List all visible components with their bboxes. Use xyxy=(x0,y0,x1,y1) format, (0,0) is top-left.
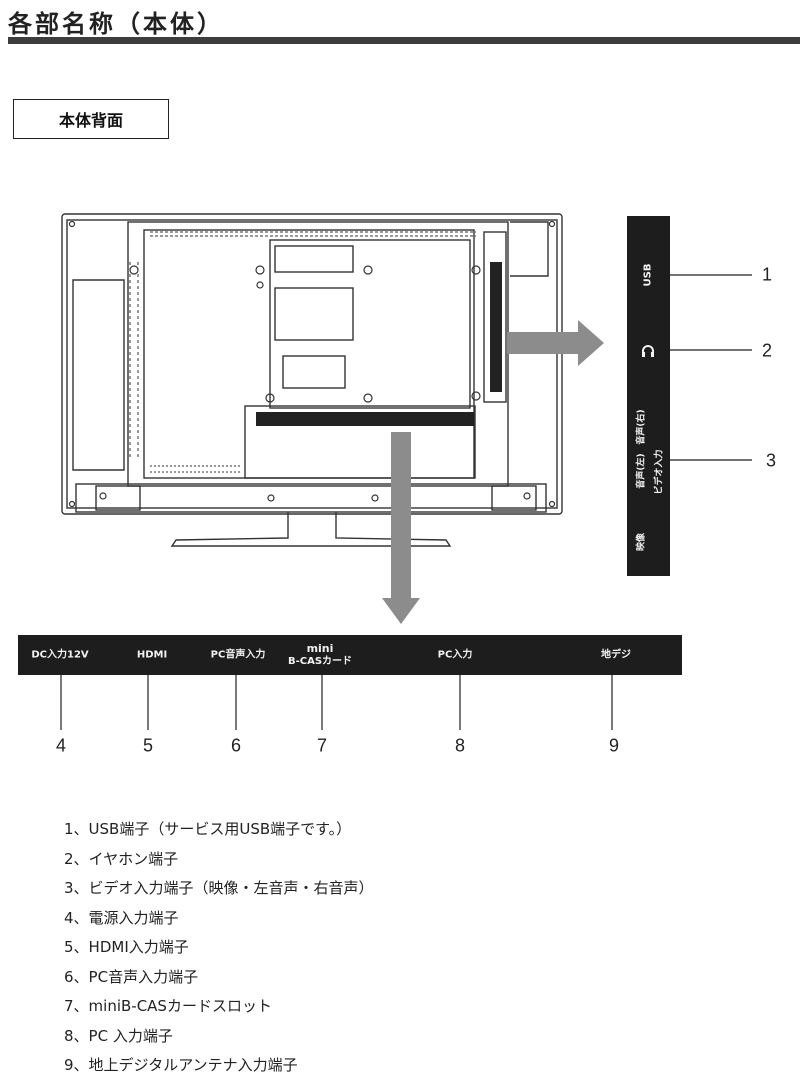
video-label: 映像 xyxy=(636,532,647,552)
callout-2: 2 xyxy=(761,340,773,361)
page-title: 各部名称（本体） xyxy=(8,10,224,38)
dc-input-label: DC入力12V xyxy=(31,649,89,661)
list-item: 2、イヤホン端子 xyxy=(64,849,179,868)
pc-audio-label: PC音声入力 xyxy=(210,649,266,661)
audio-left-label: 音声(左) xyxy=(636,453,647,489)
list-item: 5、HDMI入力端子 xyxy=(64,938,189,956)
list-item: 4、電源入力端子 xyxy=(64,908,179,927)
callout-6: 6 xyxy=(230,735,242,756)
tv-back-illustration xyxy=(60,213,752,730)
callout-4: 4 xyxy=(55,735,67,756)
callout-8: 8 xyxy=(454,735,466,756)
callout-5: 5 xyxy=(142,735,154,756)
list-item: 7、miniB-CASカードスロット xyxy=(64,997,272,1015)
list-item: 3、ビデオ入力端子（映像・左音声・右音声） xyxy=(64,879,374,897)
headphone-icon xyxy=(640,343,656,357)
list-item: 1、USB端子（サービス用USB端子です。） xyxy=(64,820,352,838)
video-input-label: ビデオ入力 xyxy=(654,449,665,495)
terminal-description-list: 1、USB端子（サービス用USB端子です。） 2、イヤホン端子 3、ビデオ入力端… xyxy=(64,815,374,1081)
list-item: 6、PC音声入力端子 xyxy=(64,967,199,986)
usb-port-label: USB xyxy=(642,263,654,287)
bcas-slot-label: mini B-CASカード xyxy=(288,642,352,668)
bottom-terminal-panel: DC入力12V HDMI PC音声入力 mini B-CASカード PC入力 地… xyxy=(18,635,682,675)
callout-9: 9 xyxy=(608,735,620,756)
list-item: 8、PC 入力端子 xyxy=(64,1026,173,1045)
hdmi-label: HDMI xyxy=(136,649,168,661)
callout-3: 3 xyxy=(765,450,777,471)
bcas-line1: mini xyxy=(306,642,334,655)
side-connector-panel: USB 音声(右) 音声(左) ビデオ入力 映像 xyxy=(627,216,670,576)
list-item: 9、地上デジタルアンテナ入力端子 xyxy=(64,1056,298,1074)
title-rule xyxy=(8,37,800,44)
callout-7: 7 xyxy=(316,735,328,756)
section-label: 本体背面 xyxy=(13,99,169,139)
pc-input-label: PC入力 xyxy=(437,649,473,661)
antenna-label: 地デジ xyxy=(601,649,631,661)
bcas-line2: B-CASカード xyxy=(287,656,353,667)
callout-1: 1 xyxy=(761,264,773,285)
audio-right-label: 音声(右) xyxy=(636,409,647,445)
